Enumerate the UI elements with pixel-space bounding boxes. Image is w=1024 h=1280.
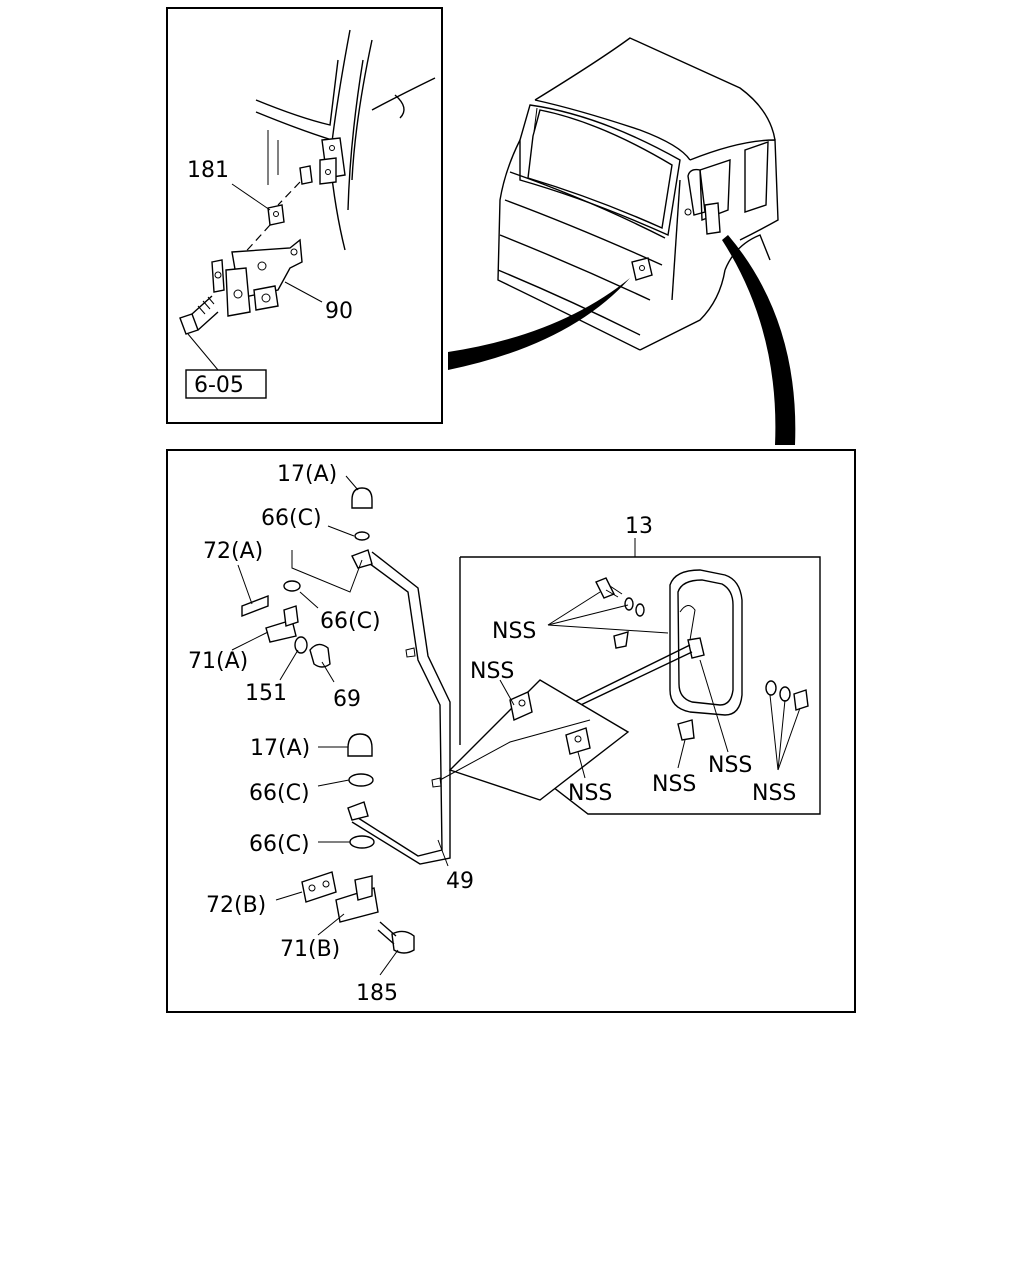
mirror-assembly-frame: 13 NSS NSS bbox=[166, 449, 856, 1013]
cap-nut-17a-top bbox=[351, 487, 373, 509]
label-66c-fourth: 66(C) bbox=[249, 832, 310, 857]
label-17a-top: 17(A) bbox=[277, 462, 337, 487]
leader-nss-4 bbox=[677, 739, 686, 769]
leader-72b bbox=[275, 891, 303, 901]
leader-151 bbox=[279, 649, 299, 681]
leader-nss-2 bbox=[499, 679, 515, 706]
truck-cab bbox=[448, 37, 796, 445]
mirror-inset-frame bbox=[460, 556, 821, 815]
main-frame-border bbox=[166, 449, 856, 1013]
label-66c-top: 66(C) bbox=[261, 506, 322, 531]
leader-nss-1b bbox=[547, 604, 629, 626]
label-69: 69 bbox=[333, 687, 361, 712]
stay-rod bbox=[354, 557, 443, 857]
label-66c-third: 66(C) bbox=[249, 781, 310, 806]
bracket-inset-frame bbox=[166, 7, 443, 424]
label-nss-1: NSS bbox=[492, 619, 536, 644]
leader-nss-6c bbox=[777, 707, 801, 771]
label-17a-lower: 17(A) bbox=[250, 736, 310, 761]
leader-71b bbox=[317, 913, 345, 936]
leader-17a-1 bbox=[345, 475, 359, 491]
label-72a: 72(A) bbox=[203, 539, 263, 564]
label-nss-6: NSS bbox=[752, 781, 796, 806]
leader-nss-6a bbox=[769, 694, 779, 771]
bolt-185-head bbox=[391, 930, 415, 954]
leader-nss-3 bbox=[577, 751, 586, 779]
cap-nut-17a-bottom bbox=[347, 733, 373, 757]
leader-66c-2 bbox=[299, 591, 319, 609]
leader-185 bbox=[379, 949, 399, 976]
leader-nss-1c bbox=[547, 624, 669, 634]
bracket-inset: 181 90 6-05 bbox=[166, 7, 443, 424]
leader-nss-1a bbox=[547, 591, 601, 626]
leader-66c-1 bbox=[327, 525, 355, 537]
label-181: 181 bbox=[187, 158, 229, 183]
leader-49 bbox=[437, 839, 449, 867]
label-nss-4: NSS bbox=[652, 772, 696, 797]
mirror-head bbox=[669, 569, 743, 716]
label-185: 185 bbox=[356, 981, 398, 1006]
leader-nss-6b bbox=[777, 699, 786, 771]
label-71b: 71(B) bbox=[280, 937, 340, 962]
leader-72a bbox=[237, 564, 253, 605]
cap-69 bbox=[309, 643, 331, 668]
leader-6-05 bbox=[187, 333, 219, 371]
leader-66c-3 bbox=[317, 779, 350, 787]
leader-181 bbox=[231, 183, 271, 211]
label-66c-second: 66(C) bbox=[320, 609, 381, 634]
ref-box-6-05 bbox=[185, 369, 267, 399]
leader-69 bbox=[321, 661, 335, 683]
plate-72a bbox=[241, 594, 269, 618]
label-nss-5: NSS bbox=[708, 753, 752, 778]
label-nss-3: NSS bbox=[568, 781, 612, 806]
label-49: 49 bbox=[446, 869, 474, 894]
label-13: 13 bbox=[625, 514, 653, 539]
label-72b: 72(B) bbox=[206, 893, 266, 918]
label-nss-2: NSS bbox=[470, 659, 514, 684]
label-6-05: 6-05 bbox=[194, 373, 244, 398]
callout-arrow-right bbox=[722, 235, 796, 445]
leader-90 bbox=[284, 281, 323, 303]
leader-nss-5 bbox=[699, 659, 729, 753]
label-151: 151 bbox=[245, 681, 287, 706]
label-71a: 71(A) bbox=[188, 649, 248, 674]
plate-72b bbox=[301, 871, 337, 903]
leader-71a bbox=[231, 631, 269, 651]
callout-arrow-left bbox=[448, 278, 630, 370]
label-90: 90 bbox=[325, 299, 353, 324]
